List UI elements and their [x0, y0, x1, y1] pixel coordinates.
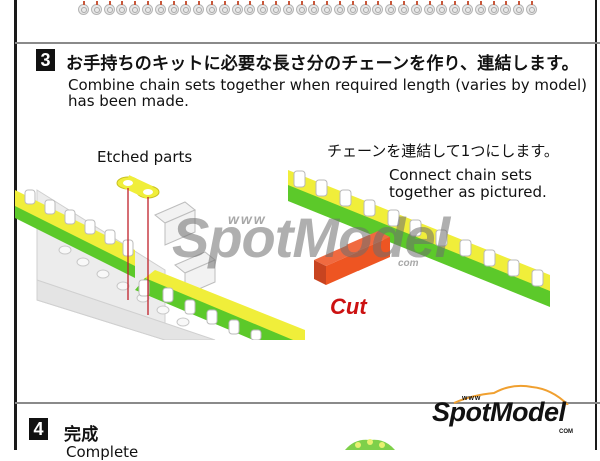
connect-label-en-line2: together as pictured. — [389, 183, 547, 201]
logo-brand: SpotModel — [432, 397, 566, 427]
step-3-title-jp: お手持ちのキットに必要な長さ分のチェーンを作り、連結します。 — [66, 54, 579, 74]
etched-parts-label: Etched parts — [97, 148, 193, 166]
cut-label: Cut — [330, 294, 367, 319]
page-frame-right — [595, 0, 597, 450]
section-divider-top — [15, 42, 600, 44]
spotmodel-logo: www SpotModel COM — [432, 384, 582, 445]
logo-com: COM — [559, 429, 573, 435]
top-chain-strip — [78, 1, 539, 16]
car-outline-icon — [453, 384, 569, 405]
step-3-badge: 3 — [36, 49, 55, 71]
connected-chain-diagram — [288, 170, 550, 307]
watermark-www: www — [228, 211, 267, 227]
completed-chain-preview — [345, 439, 395, 450]
etched-parts-diagram — [15, 175, 305, 340]
watermark-brand: SpotModel — [172, 206, 450, 269]
step-4-badge: 4 — [29, 418, 48, 440]
watermark-com: com — [398, 258, 419, 269]
cut-marker-blocks — [314, 231, 390, 285]
connect-label-jp: チェーンを連結して1つにします。 — [327, 142, 559, 160]
page-frame-left — [14, 0, 17, 450]
connect-label-en-line1: Connect chain sets — [389, 166, 532, 184]
logo-www: www — [462, 395, 482, 402]
step-4-description-en: Complete — [66, 443, 139, 461]
step-4-title-jp: 完成 — [64, 425, 99, 445]
section-divider-bottom — [15, 402, 600, 404]
step-3-description-en: Combine chain sets together when require… — [68, 76, 587, 110]
